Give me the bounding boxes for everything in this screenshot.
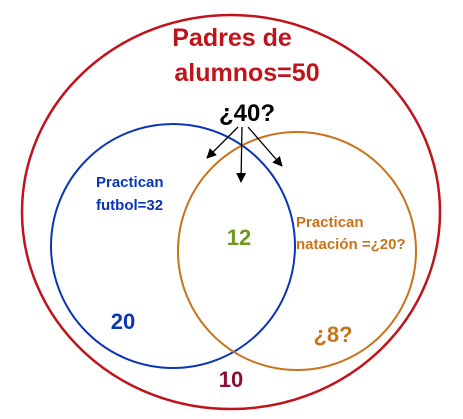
swimming-set-label-line2: natación =¿20? [296,236,406,253]
outer-set-label-line2: alumnos=50 [174,59,319,87]
region-neither-value: 10 [219,367,243,392]
football-set-label-line1: Practican [96,174,164,191]
outer-set-label-line1: Padres de [172,24,292,52]
question-label: ¿40? [219,100,275,127]
region-only-football-value: 20 [111,309,135,334]
arrow-left [206,126,239,159]
outer-set-circle [20,13,442,411]
arrow-right [247,126,283,167]
football-set-circle [50,123,296,369]
swimming-set-circle [177,131,417,371]
region-both-value: 12 [227,225,251,250]
football-set-label-line2: futbol=32 [96,197,163,214]
region-only-swimming-value: ¿8? [313,322,352,347]
arrow-middle [236,126,247,183]
swimming-set-label-line1: Practican [296,214,364,231]
